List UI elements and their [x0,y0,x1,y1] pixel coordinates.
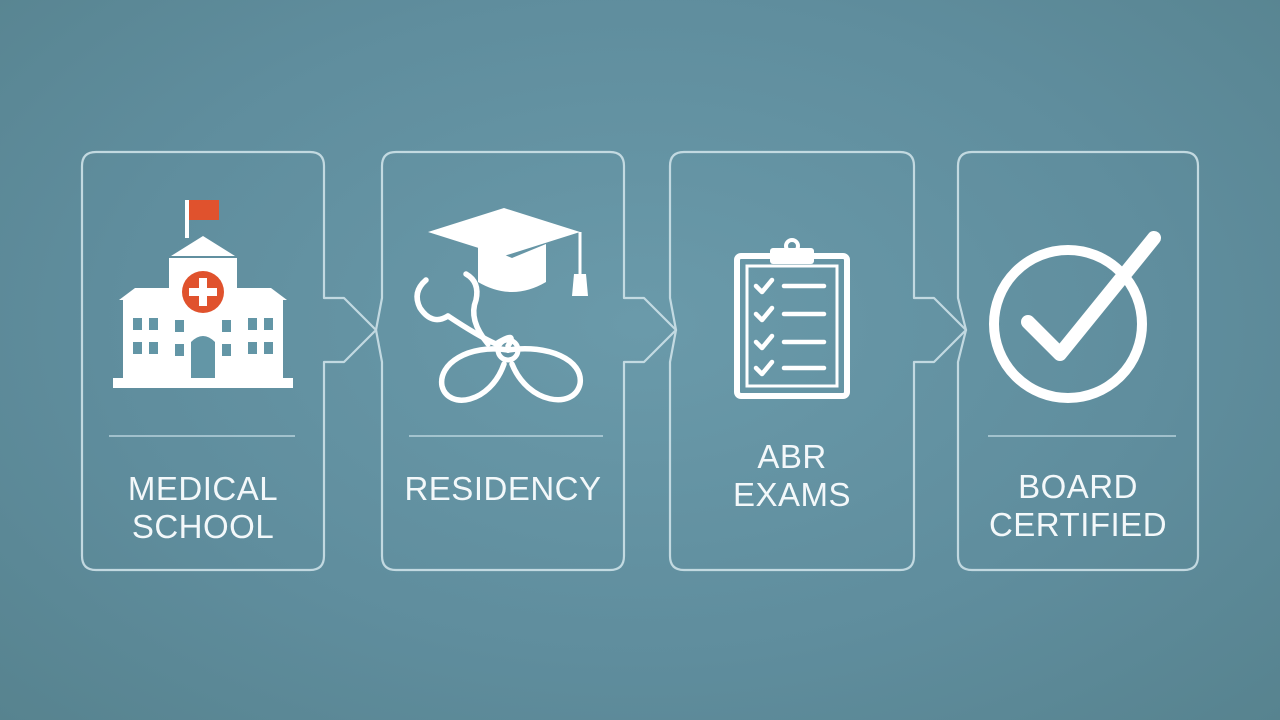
step-abr-exams: ABR EXAMS [670,152,914,570]
step-label: BOARD CERTIFIED [958,468,1198,544]
step-label: ABR EXAMS [670,438,914,514]
panel-outline-medical-school [80,150,378,572]
step-label-line1: ABR [757,438,827,475]
graduation-cap-stethoscope-icon [414,208,588,403]
step-label-line2: SCHOOL [131,508,275,545]
step-label: MEDICAL SCHOOL [82,470,324,546]
panel-outline-board-certified [956,150,1200,572]
divider [109,435,295,437]
checkmark-circle-icon [989,231,1161,403]
step-label-line1: RESIDENCY [404,470,602,507]
panel-outline-abr-exams [668,150,968,572]
step-label-line1: MEDICAL [127,470,279,507]
divider [409,435,603,437]
step-label-line2: EXAMS [732,476,852,513]
step-board-certified: BOARD CERTIFIED [958,152,1198,570]
step-label-line1: BOARD [1018,468,1138,505]
step-medical-school: MEDICAL SCHOOL [82,152,324,570]
divider [988,435,1176,437]
step-label-line2: CERTIFIED [988,506,1168,543]
hospital-icon [113,200,293,388]
step-label: RESIDENCY [382,470,624,508]
panel-outline-residency [374,150,678,572]
clipboard-checklist-icon [734,238,850,399]
step-residency: RESIDENCY [382,152,624,570]
